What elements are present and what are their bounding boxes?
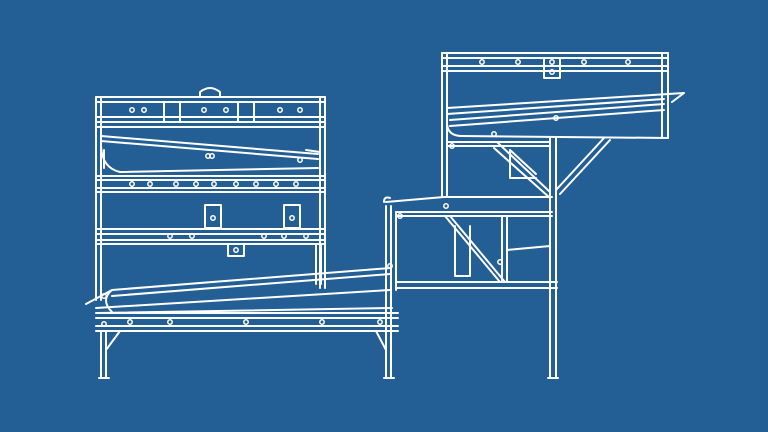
- bolt-hole: [443, 203, 449, 209]
- bolt-hole: [293, 181, 299, 187]
- right-tower-underframe: [446, 141, 551, 147]
- bolt-hole: [167, 319, 173, 325]
- bolt-hole: [515, 59, 521, 65]
- bolt-hole: [167, 233, 173, 239]
- bolt-hole: [209, 153, 215, 159]
- bolt-hole: [147, 181, 153, 187]
- right-tower-tray-top: [446, 92, 685, 109]
- right-tower-brace-left: [493, 141, 551, 199]
- bolt-details: [101, 59, 631, 327]
- bolt-hole: [101, 293, 107, 299]
- left-tower-inner-post: [315, 243, 322, 285]
- bolt-hole: [173, 181, 179, 187]
- bolt-hole: [297, 157, 303, 163]
- bolt-hole: [479, 59, 485, 65]
- bolt-hole: [397, 213, 403, 219]
- bolt-hole: [189, 233, 195, 239]
- left-tower-top-bracket: [163, 101, 255, 123]
- bolt-hole: [223, 107, 229, 113]
- base-leg-right-brace: [375, 330, 387, 351]
- base-leg-left-brace: [105, 330, 121, 351]
- bolt-hole: [193, 181, 199, 187]
- left-tower-lower-bracket: [227, 243, 245, 257]
- bolt-hole: [553, 115, 559, 121]
- bolt-hole: [297, 107, 303, 113]
- right-tower-tray-inner: [446, 98, 665, 115]
- middle-frame-plate: [454, 225, 471, 277]
- bottom-tray-pan: [105, 289, 113, 313]
- left-tower-mid-band: [95, 175, 326, 193]
- bolt-hole: [253, 181, 259, 187]
- bolt-hole: [141, 107, 147, 113]
- bolt-hole: [210, 215, 216, 221]
- bolt-hole: [233, 247, 239, 253]
- bolt-hole: [277, 107, 283, 113]
- bolt-hole: [549, 69, 555, 75]
- bolt-hole: [243, 319, 249, 325]
- left-tower: [95, 87, 326, 301]
- left-tower-top-frame: [95, 96, 326, 128]
- bolt-hole: [129, 181, 135, 187]
- middle-frame-post-left: [385, 205, 392, 379]
- bolt-hole: [273, 181, 279, 187]
- bolt-hole: [449, 143, 455, 149]
- right-tower-tray-pan: [446, 123, 669, 139]
- right-tower-column: [547, 137, 559, 379]
- middle-frame-top-rail: [385, 196, 553, 217]
- bolt-hole: [101, 321, 107, 327]
- middle-frame-top-knob: [383, 196, 391, 203]
- bolt-hole: [211, 181, 217, 187]
- right-tower-gusset: [509, 149, 537, 179]
- left-tower-upper-tray: [100, 135, 319, 173]
- bolt-hole: [129, 107, 135, 113]
- middle-frame-shelf: [506, 245, 551, 251]
- bolt-hole: [491, 131, 497, 137]
- bolt-hole: [387, 263, 393, 269]
- bolt-hole: [497, 259, 503, 265]
- right-tower-brace-right: [555, 137, 611, 195]
- bottom-assembly: [85, 267, 399, 379]
- left-tower-lower-band: [95, 228, 326, 245]
- bolt-hole: [303, 233, 309, 239]
- bolt-hole: [233, 181, 239, 187]
- base-leg-left: [98, 330, 110, 379]
- right-tower: [441, 52, 685, 379]
- bolt-hole: [261, 233, 267, 239]
- right-tower-top-bracket: [543, 57, 561, 79]
- bolt-hole: [127, 319, 133, 325]
- bolt-hole: [625, 59, 631, 65]
- left-tower-upper-tray-lip: [305, 149, 321, 164]
- right-tower-top-frame: [441, 52, 669, 72]
- bolt-hole: [201, 107, 207, 113]
- left-tower-lifting-lug: [199, 87, 221, 98]
- bolt-hole: [281, 233, 287, 239]
- base-rail: [95, 312, 399, 332]
- bolt-hole: [581, 59, 587, 65]
- left-tower-post-left: [95, 96, 102, 301]
- bottom-tray-inner-edge: [111, 273, 391, 297]
- middle-frame: [383, 196, 558, 379]
- right-tower-side-right: [661, 52, 669, 139]
- bolt-hole: [377, 319, 383, 325]
- bolt-hole: [319, 319, 325, 325]
- bolt-hole: [289, 215, 295, 221]
- right-tower-tray-floor: [449, 103, 665, 127]
- middle-frame-bottom-rail: [395, 281, 558, 289]
- bolt-hole: [549, 59, 555, 65]
